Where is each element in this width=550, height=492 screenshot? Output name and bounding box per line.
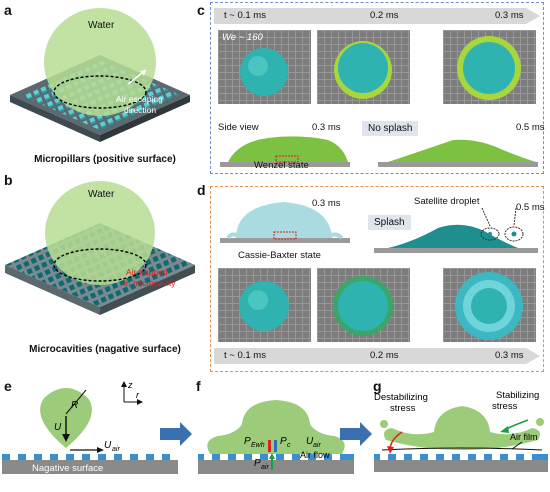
cassie-baxter-label: Cassie-Baxter state (238, 250, 321, 261)
frame-c-1 (218, 30, 311, 104)
caption-a: Micropillars (positive surface) (34, 154, 176, 165)
micropillar-illustration: Water Air escaping direction (10, 8, 190, 142)
destabilizing-label-2: stress (390, 403, 416, 414)
panel-letter-f: f (196, 378, 201, 394)
panel-letter-a: a (4, 2, 12, 18)
caption-b: Microcavities (nagative surface) (29, 344, 181, 355)
panel-letter-d: d (197, 182, 206, 198)
air-trapped-label: Air trapped (126, 267, 168, 277)
f-u-air-sub: air (313, 442, 321, 449)
no-splash-label: No splash (362, 121, 419, 136)
time-label-d-3: 0.3 ms (495, 350, 524, 361)
air-trapped-label-2: in microcavity (124, 278, 176, 288)
axis-r-label: r (136, 390, 140, 400)
u-air-label: U (104, 440, 112, 451)
side-time-d-2: 0.5 ms (516, 202, 545, 213)
panel-c-frame (210, 2, 544, 174)
weber-number: We ~ 160 (222, 32, 263, 43)
side-time-c-1: 0.3 ms (312, 122, 341, 133)
flow-arrow-1 (160, 422, 192, 446)
axis-z-label: z (127, 380, 133, 390)
microcavity-illustration: Water Air trapped in microcavity (5, 181, 195, 315)
schematic-e: R U U air z r Nagative surface (2, 380, 178, 474)
water-label-b: Water (88, 189, 115, 200)
frame-c-2 (317, 30, 410, 104)
u-air-sub: air (112, 446, 120, 453)
frame-c-3 (443, 30, 536, 104)
timeline-arrow-d (214, 348, 540, 364)
stabilizing-label-2: stress (492, 401, 518, 412)
p-air-label: P (254, 458, 261, 469)
time-label-c-1: t ~ 0.1 ms (224, 10, 266, 21)
frame-d-3 (443, 268, 536, 342)
p-c-sub: c (287, 442, 291, 449)
p-ewh-label: P (244, 436, 251, 447)
f-u-air-label: U (306, 436, 314, 447)
air-film-label: Air film (510, 432, 538, 442)
radius-label: R (71, 400, 78, 411)
water-droplet-b (45, 181, 155, 285)
time-label-d-2: 0.2 ms (370, 350, 399, 361)
wenzel-state-label: Wenzel state (254, 160, 309, 171)
air-escaping-label-2: direction (124, 105, 156, 115)
schematic-f: P Ewh P c P air U air Air flow (198, 400, 354, 474)
side-view-c (220, 136, 538, 167)
side-time-d-1: 0.3 ms (312, 198, 341, 209)
time-label-c-3: 0.3 ms (495, 10, 524, 21)
frame-d-2 (317, 268, 410, 342)
side-time-c-2: 0.5 ms (516, 122, 545, 133)
panel-letter-g: g (373, 378, 382, 394)
stabilizing-label: Stabilizing (496, 390, 539, 401)
panel-letter-c: c (197, 2, 205, 18)
velocity-label: U (54, 422, 62, 433)
splash-label: Splash (368, 215, 411, 230)
time-label-d-1: t ~ 0.1 ms (224, 350, 266, 361)
p-air-sub: air (261, 464, 269, 471)
frame-d-1 (218, 268, 311, 342)
water-droplet (44, 8, 156, 116)
time-label-c-2: 0.2 ms (370, 10, 399, 21)
flow-arrow-2 (340, 422, 372, 446)
p-ewh-sub: Ewh (251, 442, 265, 449)
satellite-droplet-label: Satellite droplet (414, 196, 480, 207)
timeline-arrow-c (214, 8, 540, 24)
water-label: Water (88, 20, 115, 31)
panel-letter-b: b (4, 172, 13, 188)
surface-label: Nagative surface (32, 463, 103, 474)
air-flow-label: Air flow (300, 450, 330, 460)
panel-letter-e: e (4, 378, 12, 394)
side-view-d (220, 202, 538, 253)
panel-d-frame (210, 186, 544, 372)
p-c-label: P (280, 436, 287, 447)
air-escaping-label: Air escaping (116, 94, 163, 104)
destabilizing-label: Destabilizing (374, 392, 428, 403)
side-view-label: Side view (218, 122, 259, 133)
schematic-g: Destabilizing stress Stabilizing stress … (374, 390, 548, 472)
